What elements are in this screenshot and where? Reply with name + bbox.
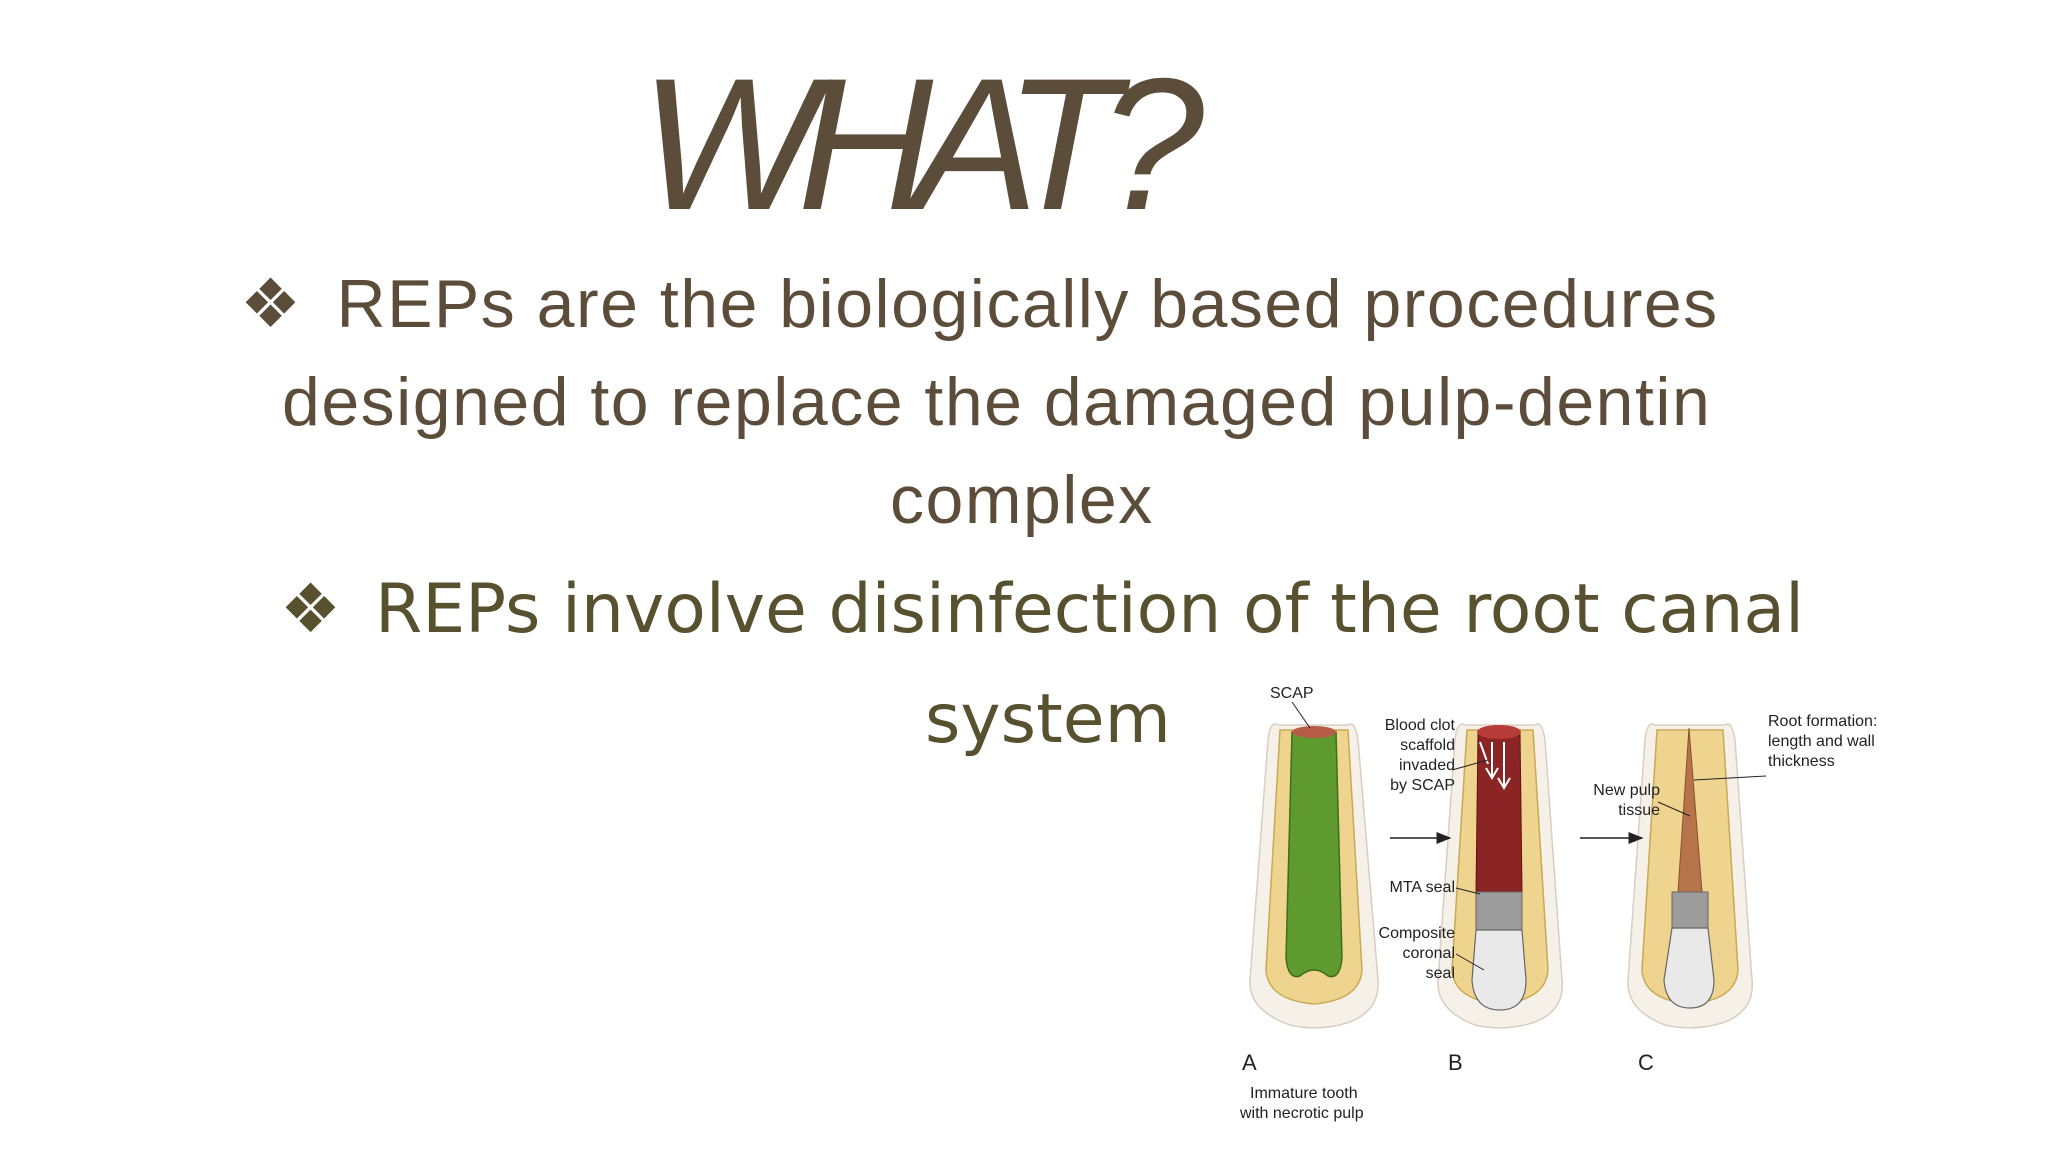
- svg-text:Immature tooth: Immature tooth: [1250, 1085, 1358, 1102]
- svg-text:with necrotic pulp: with necrotic pulp: [1239, 1105, 1364, 1122]
- bullet-2-line-1: REPs involve disinfection of the root ca…: [374, 570, 1804, 649]
- tooth-a-illustration: [1249, 723, 1379, 1029]
- diamond-bullet-icon: ❖: [280, 570, 341, 649]
- tooth-regeneration-figure: SCAP Blood clot scaffold invaded by SCAP…: [1239, 685, 1877, 1122]
- tooth-c-illustration: [1627, 723, 1753, 1029]
- bullet-item-2: ❖ REPs involve disinfection of the root c…: [280, 555, 1804, 775]
- label-mta-seal: MTA seal: [1390, 879, 1456, 896]
- svg-text:Composite: Composite: [1379, 925, 1456, 942]
- bullet-item-1: ❖ REPs are the biologically based procedu…: [240, 255, 1820, 549]
- svg-text:scaffold: scaffold: [1400, 737, 1455, 754]
- bullet-1-line-3: complex: [890, 462, 1154, 538]
- svg-text:tissue: tissue: [1618, 802, 1660, 819]
- svg-text:invaded: invaded: [1399, 757, 1455, 774]
- bullet-2-line-2: system: [925, 680, 1171, 759]
- svg-text:by SCAP: by SCAP: [1390, 777, 1455, 794]
- panel-label-b: B: [1448, 1050, 1463, 1075]
- bullet-1-line-2: designed to replace the damaged pulp-den…: [282, 364, 1712, 440]
- svg-text:thickness: thickness: [1768, 753, 1835, 770]
- svg-text:length and wall: length and wall: [1768, 733, 1875, 750]
- svg-text:Root formation:: Root formation:: [1768, 713, 1877, 730]
- svg-text:coronal: coronal: [1403, 945, 1455, 962]
- svg-text:New pulp: New pulp: [1593, 782, 1660, 799]
- svg-text:Blood clot: Blood clot: [1385, 717, 1456, 734]
- svg-text:seal: seal: [1426, 965, 1455, 982]
- label-scap: SCAP: [1270, 685, 1314, 702]
- panel-label-a: A: [1242, 1050, 1257, 1075]
- diamond-bullet-icon: ❖: [240, 266, 303, 342]
- panel-label-c: C: [1638, 1050, 1654, 1075]
- bullet-1-line-1: REPs are the biologically based procedur…: [336, 266, 1719, 342]
- tooth-b-illustration: [1437, 723, 1563, 1029]
- slide-title: WHAT?: [640, 39, 1204, 249]
